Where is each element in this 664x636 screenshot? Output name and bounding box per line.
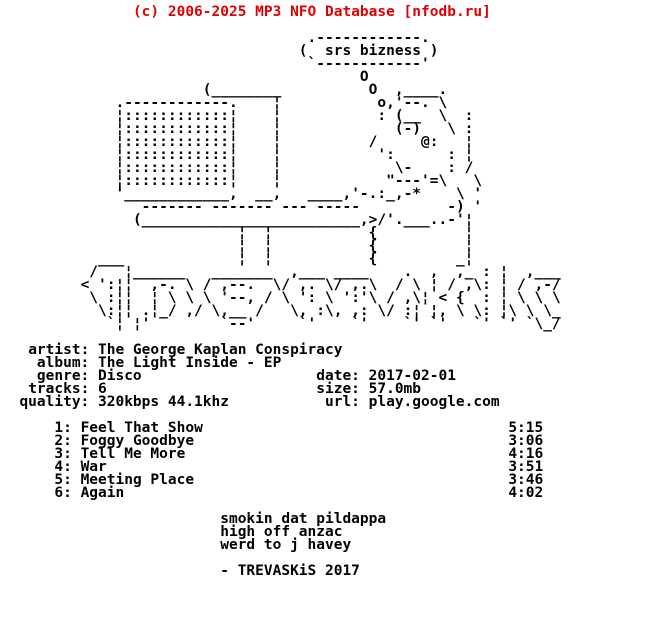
album-value: The Light Inside - EP [98, 355, 282, 371]
url-value: play.google.com [368, 394, 500, 410]
artist-label: artist: [28, 342, 90, 358]
track-row-2: 2: Foggy Goodbye 3:06 [2, 433, 664, 449]
tracks-value: 6 [98, 381, 107, 397]
track-num: 3: [54, 446, 72, 462]
quality-label: quality: [19, 394, 90, 410]
meta-row-album: album: The Light Inside - EP [2, 355, 664, 371]
track-title: Foggy Goodbye [80, 433, 195, 449]
size-label: size: [316, 381, 360, 397]
meta-right-url: url: play.google.com [316, 394, 500, 410]
track-row-5: 5: Meeting Place 3:46 [2, 472, 664, 488]
genre-label: genre: [36, 368, 90, 384]
track-row-1: 1: Feel That Show 5:15 [2, 420, 664, 436]
meta-row-quality-url: quality: 320kbps 44.1khz url: play.google.c… [2, 394, 664, 410]
track-num: 4: [54, 459, 72, 475]
track-row-3: 3: Tell Me More 4:16 [2, 446, 664, 462]
track-num: 2: [54, 433, 72, 449]
album-label: album: [36, 355, 90, 371]
meta-right-date: date: 2017-02-01 [316, 368, 456, 384]
date-label: date: [316, 368, 360, 384]
track-title: War [80, 459, 107, 475]
track-num: 6: [54, 485, 72, 501]
meta-row-genre-date: genre: Disco date: 2017-02-01 [2, 368, 664, 384]
meta-row-tracks-size: tracks: 6 size: 57.0mb [2, 381, 664, 397]
greets-line-3: werd to j havey [220, 537, 352, 553]
meta-right-size: size: 57.0mb [316, 381, 422, 397]
track-duration: 4:16 [508, 446, 544, 462]
copyright-line: (c) 2006-2025 MP3 NFO Database [nfodb.ru… [132, 4, 491, 20]
track-title: Again [80, 485, 125, 501]
date-value: 2017-02-01 [368, 368, 456, 384]
signature-line: - TREVASKiS 2017 [220, 563, 360, 579]
greets-line-2: high off anzac [220, 524, 343, 540]
track-duration: 3:06 [508, 433, 544, 449]
track-num: 1: [54, 420, 72, 436]
track-duration: 3:46 [508, 472, 544, 488]
quality-value: 320kbps 44.1khz [98, 394, 229, 410]
release-metadata: artist: The George Kaplan Conspiracy albu… [2, 342, 664, 410]
track-duration: 5:15 [508, 420, 544, 436]
artist-value: The George Kaplan Conspiracy [98, 342, 343, 358]
greets-line-1: smokin dat pildappa [220, 511, 387, 527]
size-value: 57.0mb [368, 381, 422, 397]
track-duration: 4:02 [508, 485, 544, 501]
meta-row-artist: artist: The George Kaplan Conspiracy [2, 342, 664, 358]
genre-value: Disco [98, 368, 142, 384]
track-title: Meeting Place [80, 472, 195, 488]
track-duration: 3:51 [508, 459, 544, 475]
tracks-label: tracks: [28, 381, 90, 397]
track-row-4: 4: War 3:51 [2, 459, 664, 475]
url-label: url: [324, 394, 360, 410]
track-title: Tell Me More [80, 446, 186, 462]
greets-block: smokin dat pildappa high off anzac werd … [2, 511, 664, 553]
ascii-art-trevaskis-logo: .------------. ( srs bizness ) `--------… [80, 30, 561, 332]
track-num: 5: [54, 472, 72, 488]
track-title: Feel That Show [80, 420, 203, 436]
track-row-6: 6: Again 4:02 [2, 485, 664, 501]
